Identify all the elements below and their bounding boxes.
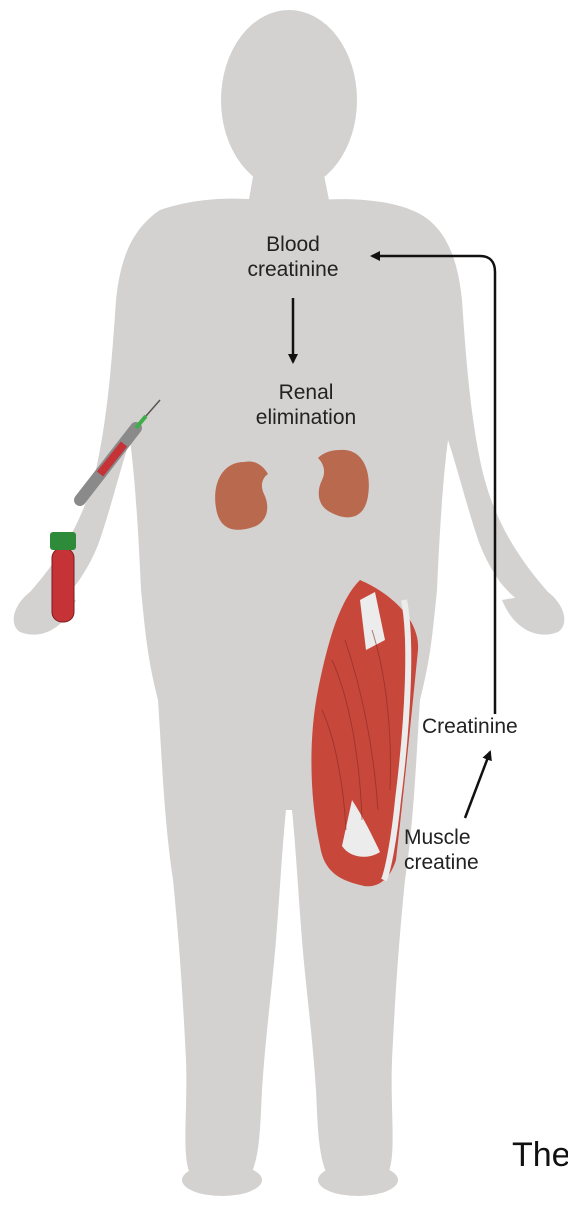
- label-creatinine-text: Creatinine: [422, 714, 518, 739]
- label-blood-line1: Blood: [228, 232, 358, 257]
- label-muscle-line1: Muscle: [404, 825, 479, 850]
- label-blood-creatinine: Blood creatinine: [228, 232, 358, 282]
- label-blood-line2: creatinine: [228, 257, 358, 282]
- arrow-muscle-to-creatinine: [465, 752, 490, 818]
- human-silhouette: [14, 10, 565, 1196]
- blood-tube-icon: [50, 532, 76, 622]
- cutoff-text: The: [512, 1136, 568, 1175]
- label-renal-elimination: Renal elimination: [236, 380, 376, 430]
- label-muscle-line2: creatine: [404, 850, 479, 875]
- label-renal-line2: elimination: [236, 405, 376, 430]
- label-muscle-creatine: Muscle creatine: [404, 825, 479, 875]
- label-renal-line1: Renal: [236, 380, 376, 405]
- label-creatinine: Creatinine: [422, 714, 518, 739]
